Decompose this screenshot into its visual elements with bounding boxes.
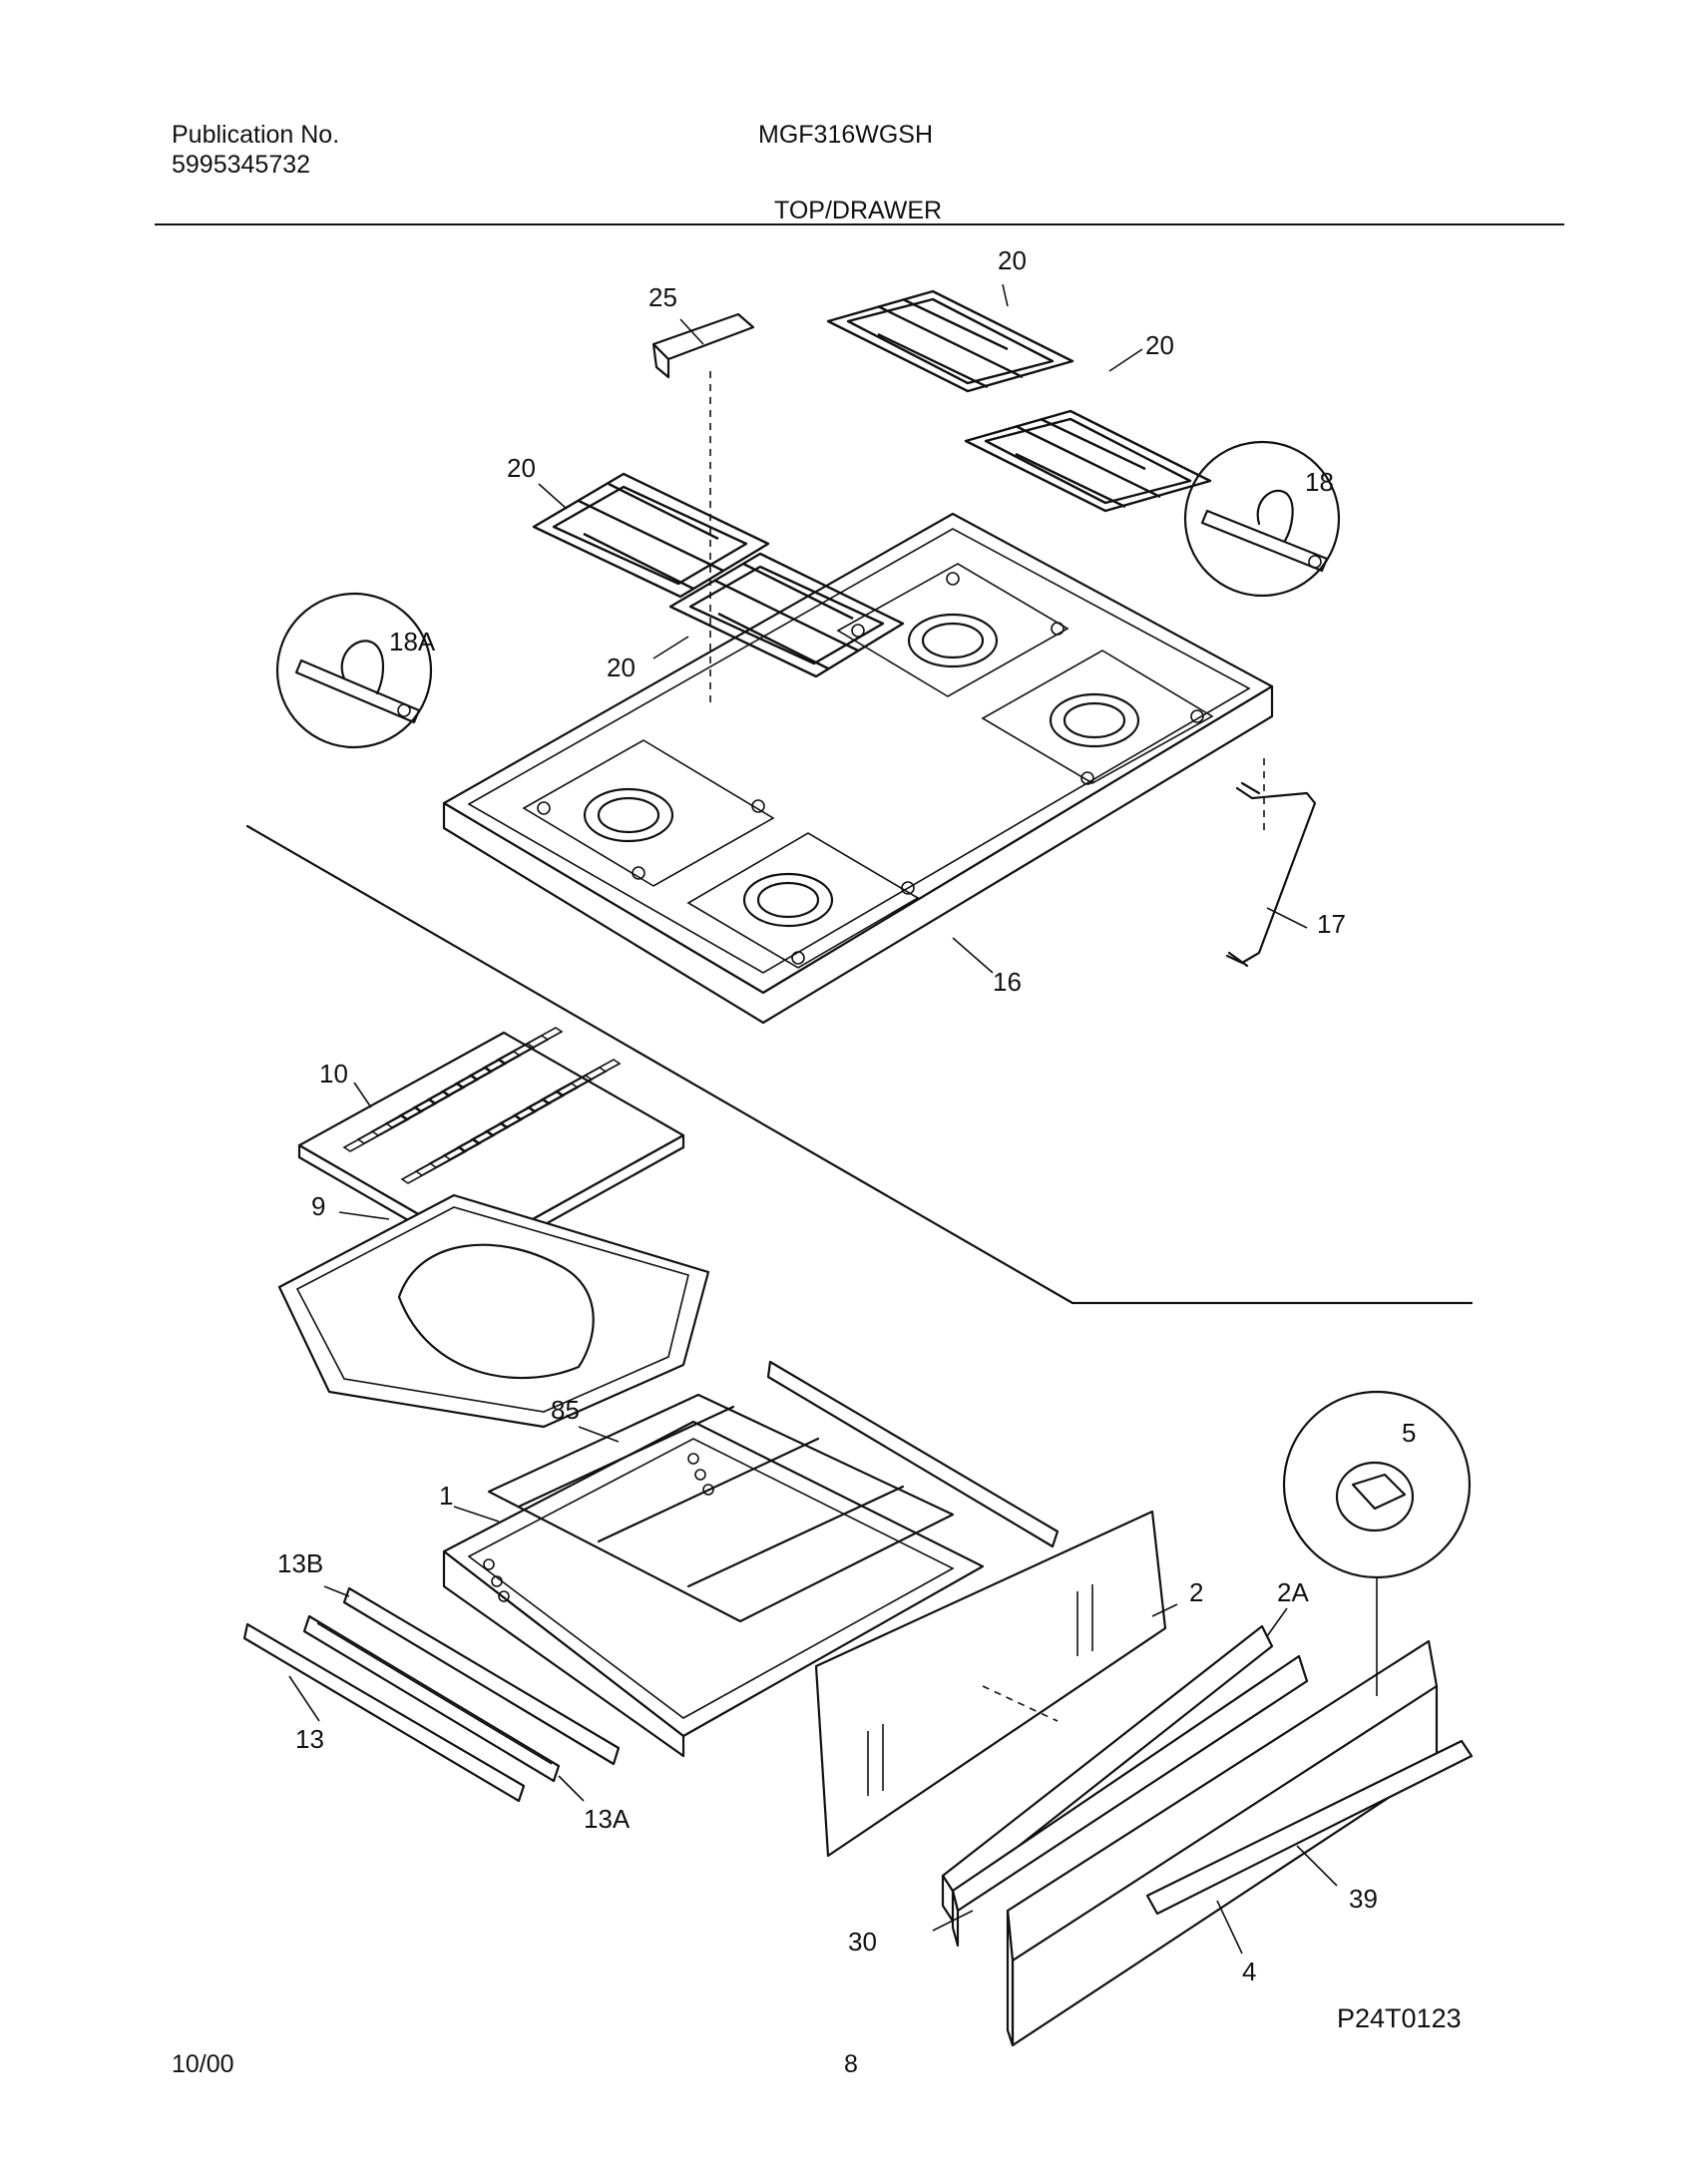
grate-front-right <box>668 552 905 678</box>
broiler-insert-part <box>297 1027 685 1263</box>
broiler-slot <box>496 1027 564 1065</box>
callout-5: 5 <box>1402 1418 1416 1448</box>
diagram-code: P24T0123 <box>1337 2003 1462 2033</box>
grate-rear-left <box>826 289 1074 393</box>
drawer-rack-part <box>487 1393 955 1623</box>
cooktop-part <box>442 512 1274 1025</box>
publication-label: Publication No. <box>172 121 340 149</box>
clip-part <box>651 312 755 703</box>
drawer-body-part <box>442 1420 985 1758</box>
broiler-slot <box>554 1059 622 1096</box>
callout-20-c: 20 <box>507 453 536 483</box>
drawer-handle-39 <box>1145 1739 1474 1916</box>
grate-rear-right <box>964 409 1212 513</box>
callout-10: 10 <box>319 1059 348 1089</box>
model-number: MGF316WGSH <box>758 121 934 149</box>
callout-25: 25 <box>648 282 677 312</box>
callout-18a: 18A <box>389 627 436 656</box>
support-rod-part <box>1225 758 1317 968</box>
page-number: 8 <box>844 2050 858 2078</box>
header-rule <box>155 223 1564 225</box>
drawer-slide-13a <box>302 1614 561 1783</box>
callout-1: 1 <box>439 1481 453 1511</box>
callout-85: 85 <box>551 1395 580 1425</box>
callout-17: 17 <box>1317 909 1346 939</box>
publication-number: 5995345732 <box>172 151 311 179</box>
grate-front-left <box>532 472 770 599</box>
detail-circle-18a <box>275 592 433 749</box>
section-title: TOP/DRAWER <box>774 197 943 224</box>
callout-20-b: 20 <box>1145 330 1174 360</box>
section-divider <box>245 824 1474 1305</box>
broiler-pan-part <box>277 1193 710 1429</box>
drawer-rail-rear <box>766 1360 1060 1548</box>
leaders <box>288 283 1338 1955</box>
callout-4: 4 <box>1242 1957 1256 1986</box>
callout-20-d: 20 <box>607 653 636 682</box>
callout-30: 30 <box>848 1927 877 1957</box>
callout-13b: 13B <box>277 1548 323 1578</box>
callout-2a: 2A <box>1277 1577 1309 1607</box>
detail-circle-18 <box>1183 440 1341 598</box>
callout-2: 2 <box>1189 1577 1203 1607</box>
drawer-slide-13 <box>242 1622 526 1803</box>
drawer-front-30 <box>951 1654 1309 1948</box>
callout-9: 9 <box>311 1191 325 1221</box>
drawer-panel-4 <box>1006 1639 1439 2047</box>
callout-13: 13 <box>295 1724 324 1754</box>
callout-39: 39 <box>1349 1884 1378 1914</box>
drawer-back-panel-2 <box>814 1510 1167 1858</box>
callout-16: 16 <box>993 967 1022 997</box>
callout-20-a: 20 <box>998 245 1027 275</box>
callout-18: 18 <box>1305 467 1334 497</box>
publication-date: 10/00 <box>172 2050 234 2078</box>
detail-circle-5 <box>1282 1390 1472 1696</box>
callout-13a: 13A <box>584 1804 631 1834</box>
drawer-slide-13b <box>342 1586 621 1766</box>
